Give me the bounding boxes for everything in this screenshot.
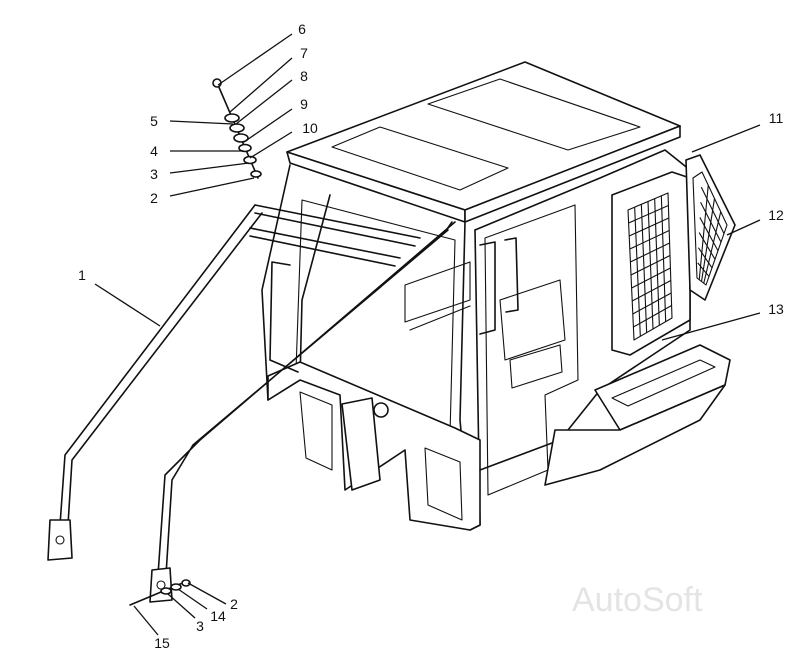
- lower-side-body: [544, 384, 726, 486]
- right-lower-cutout: [424, 447, 463, 521]
- side-window-mesh: [611, 171, 691, 356]
- callout-1: 1: [78, 267, 86, 283]
- mesh-line: [629, 230, 670, 250]
- mesh-line: [698, 232, 716, 260]
- callout-8: 8: [300, 68, 308, 84]
- mesh-line: [700, 198, 716, 282]
- mesh-line: [697, 247, 713, 269]
- mesh-grid-12: [697, 185, 725, 284]
- rops-bar: [47, 204, 456, 603]
- mesh-line: [700, 202, 722, 243]
- center-hinge: [373, 402, 389, 418]
- roof-window-front: [331, 126, 509, 191]
- mesh-line: [631, 280, 672, 302]
- mesh-line: [628, 217, 670, 237]
- right-leg: [157, 221, 456, 576]
- mesh-line: [630, 242, 670, 263]
- mesh-line: [698, 185, 709, 280]
- mesh-line: [632, 292, 672, 315]
- callout-10: 10: [302, 120, 318, 136]
- mesh-line: [699, 217, 719, 251]
- callout-2: 2: [150, 190, 158, 206]
- callout-4: 4: [150, 143, 158, 159]
- left-lower-cutout: [299, 391, 333, 471]
- callout-6: 6: [298, 21, 306, 37]
- mesh-line: [630, 255, 671, 276]
- front-handle: [269, 261, 299, 373]
- cab-roof-edge-side: [464, 125, 681, 223]
- leader-lines: [94, 33, 761, 636]
- callout-15: 15: [154, 635, 170, 651]
- mesh-line: [633, 305, 672, 328]
- interior-floor: [404, 261, 471, 331]
- callout-5: 5: [150, 113, 158, 129]
- callout-12: 12: [768, 207, 784, 223]
- callout-14: 14: [210, 608, 226, 624]
- callout-9: 9: [300, 96, 308, 112]
- rear-screen: [685, 154, 736, 301]
- mesh-line: [700, 186, 725, 234]
- mesh-line: [697, 262, 710, 277]
- step-detail: [611, 359, 716, 407]
- callout-3-bottom: 3: [196, 618, 204, 634]
- callout-13: 13: [768, 301, 784, 317]
- callout-7: 7: [300, 45, 308, 61]
- mesh-grid-13: [628, 195, 672, 337]
- side-step: [594, 344, 731, 431]
- side-handle: [504, 237, 519, 313]
- callout-3: 3: [150, 166, 158, 182]
- left-leg: [59, 204, 263, 526]
- mesh-line: [703, 211, 722, 284]
- callout-labels: 6 7 8 5 9 10 4 3 2 1 11 12 13 2 14 3 15: [78, 21, 784, 651]
- mesh-line: [631, 267, 671, 289]
- interior-seat: [499, 279, 566, 389]
- left-foot-bracket: [47, 519, 73, 561]
- callout-11: 11: [769, 110, 784, 126]
- callout-2-bottom: 2: [230, 596, 238, 612]
- door-handle: [479, 241, 496, 335]
- top-bolt-stack: [212, 78, 262, 179]
- cab-body: [261, 61, 731, 531]
- side-door-opening: [484, 204, 579, 496]
- mesh-line: [628, 204, 669, 224]
- watermark: AutoSoft: [572, 581, 703, 619]
- center-pedestal: [341, 397, 381, 491]
- roof-window-rear: [427, 78, 641, 151]
- right-foot-bracket: [149, 567, 173, 603]
- bottom-fasteners: [129, 579, 191, 606]
